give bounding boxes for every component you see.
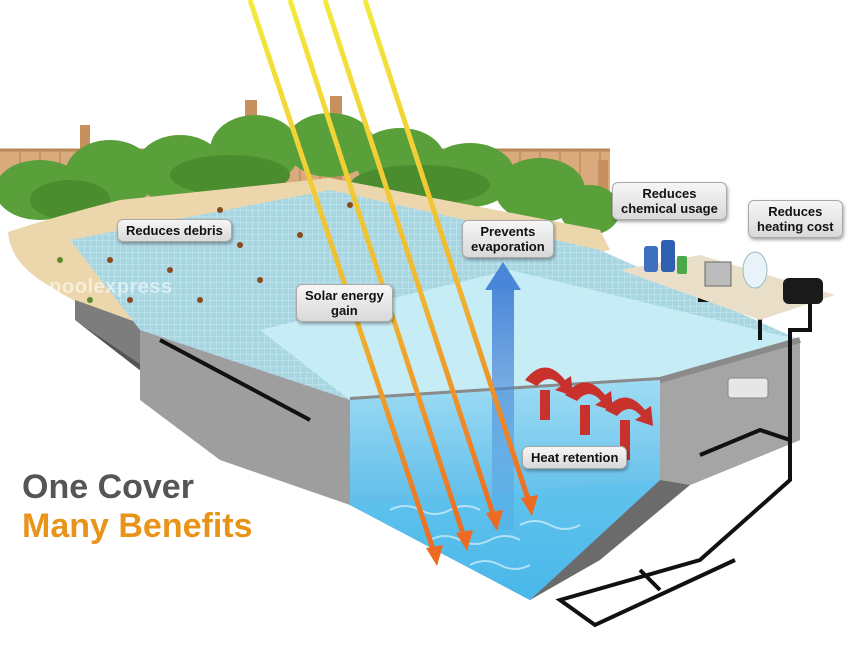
pool-wall-left [140,330,350,505]
evaporation-arrow [485,262,521,530]
headline-many-benefits: Many Benefits [22,507,253,545]
headline-one-cover: One Cover [22,468,194,506]
sun-rays [247,0,533,556]
heat-retention-arrows [525,367,653,460]
skimmer [727,377,769,399]
label-reduces-debris: Reduces debris [117,219,232,242]
pool-pump [783,278,823,304]
pool-wall-right [660,340,800,485]
chemical-bottles [644,240,687,274]
watermark-text: © poolexpress [28,276,173,298]
pool-water-surface [260,270,800,400]
label-heat-retention: Heat retention [522,446,628,469]
pool-controller [704,261,732,287]
pool-filter [742,251,768,289]
